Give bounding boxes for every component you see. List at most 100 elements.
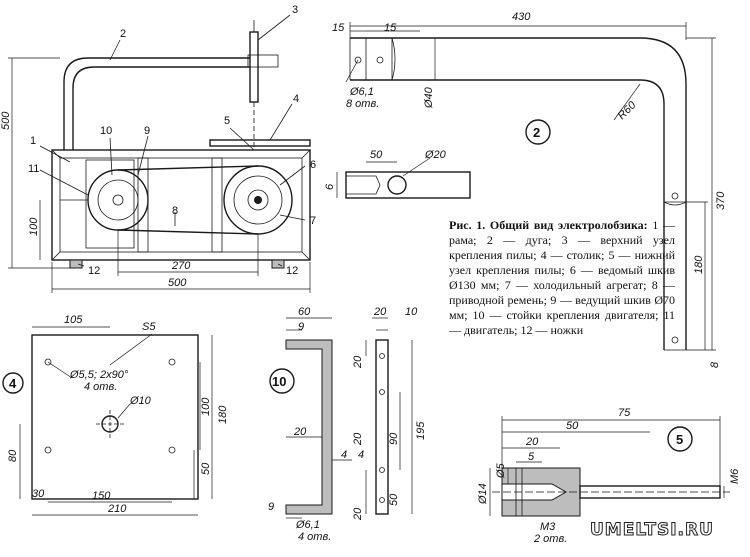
- dim-pin-5: 5: [528, 451, 535, 463]
- dim-stand-20c: 20: [373, 306, 387, 318]
- arc-inner: [72, 66, 250, 150]
- dim-plate-100: 100: [200, 397, 212, 416]
- callout-11: 11: [28, 163, 39, 175]
- dim-plate-d10: Ø10: [129, 395, 152, 407]
- motor-plate: [31, 334, 199, 500]
- dim-plate-holes: 4 отв.: [84, 381, 117, 393]
- dim-stand-195: 195: [415, 421, 427, 440]
- dim-arc-holes: 8 отв.: [346, 98, 379, 110]
- dim-pin-50: 50: [566, 420, 579, 432]
- upper-clamp: [247, 54, 279, 68]
- callout-3: 3: [292, 4, 298, 16]
- dim-plate-hole: Ø5,5; 2x90°: [69, 369, 129, 381]
- watermark: UMELTSI.RU: [590, 520, 714, 541]
- callout-10: 10: [100, 125, 112, 137]
- dim-pin-holes: 2 отв.: [533, 533, 567, 545]
- dim-arc-180: 180: [693, 255, 705, 274]
- dim-stand-20e: 20: [352, 507, 364, 521]
- dim-pin-d14: Ø14: [477, 483, 489, 505]
- arc-detail-view: [345, 22, 716, 351]
- dim-plate-210: 210: [107, 503, 127, 515]
- arc-tube-outer: [350, 37, 687, 350]
- stand-side: [375, 339, 389, 515]
- dim-stand-50: 50: [388, 493, 400, 506]
- dim-arc-15a: 15: [332, 22, 345, 34]
- dim-stand-20d: 20: [352, 432, 364, 446]
- callout-4: 4: [293, 93, 299, 105]
- view-4-badge: [2, 372, 24, 394]
- dim-arc-370: 370: [715, 191, 727, 210]
- main-assembly-view: [8, 14, 311, 293]
- belt-bottom: [117, 229, 259, 235]
- dim-plate-80: 80: [7, 449, 19, 462]
- dim-arc-430: 430: [512, 11, 531, 23]
- dim-pin-75: 75: [618, 407, 631, 419]
- view-10-badge: [269, 368, 295, 394]
- dim-arc-d40: Ø40: [423, 86, 435, 109]
- view-5-label: 5: [676, 432, 683, 447]
- dim-pin-20: 20: [525, 436, 539, 448]
- dim-stand-holes: 4 отв.: [298, 531, 331, 543]
- dim-stand-9b: 9: [268, 501, 274, 513]
- callout-6: 6: [310, 159, 316, 171]
- callout-12-right: 12: [286, 265, 298, 277]
- dim-arc-8: 8: [709, 361, 721, 368]
- stand-profile: [285, 339, 333, 515]
- dim-stand-90: 90: [388, 432, 400, 445]
- dim-main-270: 270: [171, 260, 191, 272]
- saw-table: [209, 139, 311, 147]
- dim-main-500: 500: [168, 277, 187, 289]
- dim-plate-180: 180: [217, 405, 229, 424]
- callout-5: 5: [224, 115, 230, 127]
- plate-view: [2, 326, 213, 516]
- tube-end: [345, 171, 471, 199]
- dim-stand-4b: 4: [358, 449, 364, 461]
- callout-8: 8: [172, 205, 178, 217]
- dim-stand-60: 60: [298, 306, 311, 318]
- dim-arc-15b: 15: [384, 22, 397, 34]
- callout-2: 2: [120, 28, 126, 40]
- dim-pin-m3: M3: [540, 521, 556, 533]
- stand-labels: 60 9 20 20 4 9 Ø6,1 4 отв. 20 10 20 90 1…: [268, 306, 427, 543]
- caption-body: 1 — рама; 2 — дуга; 3 — верхний узел кре…: [449, 218, 676, 337]
- dim-pin-d5: Ø5: [495, 462, 507, 479]
- arc-tube-inner: [350, 79, 665, 350]
- dim-arc-hole: Ø6,1: [349, 86, 374, 98]
- dim-arc-r60: R60: [616, 99, 639, 122]
- frame-inner: [59, 157, 303, 253]
- dim-plate-150: 150: [92, 490, 111, 502]
- dim-plate-s5: S5: [142, 321, 156, 333]
- dim-det-50: 50: [370, 149, 383, 161]
- callout-9: 9: [144, 125, 150, 137]
- stand-view: [269, 317, 413, 519]
- view-2-badge: [525, 119, 551, 145]
- dim-plate-30: 30: [32, 488, 45, 500]
- callout-7: 7: [310, 215, 316, 227]
- dim-stand-20b: 20: [293, 426, 307, 438]
- dim-pin-m6: M6: [729, 468, 741, 484]
- dim-det-6: 6: [324, 183, 336, 190]
- caption-title: Рис. 1. Общий вид электролобзика:: [449, 218, 648, 232]
- view-10-label: 10: [272, 374, 286, 389]
- dim-stand-10: 10: [405, 306, 418, 318]
- tube-end-detail: [336, 157, 471, 199]
- dim-stand-hole: Ø6,1: [295, 519, 320, 531]
- tube-end-labels: 50 Ø20 6: [324, 149, 447, 190]
- belt-top: [117, 165, 259, 171]
- main-callout-labels: 1 2 3 4 5 6 7 8 9 10 11 12 12 500 100 27…: [0, 4, 316, 289]
- dim-stand-4a: 4: [341, 449, 347, 461]
- dim-stand-9: 9: [298, 321, 304, 333]
- dim-stand-20a: 20: [352, 355, 364, 369]
- motor-stand: [85, 159, 135, 249]
- view-2-label: 2: [533, 125, 540, 140]
- view-4-label: 4: [9, 376, 17, 391]
- foot-left: [69, 259, 83, 269]
- dim-plate-50: 50: [200, 462, 212, 475]
- pin-view: [489, 416, 730, 517]
- dim-plate-105: 105: [64, 314, 83, 326]
- figure-caption: Рис. 1. Общий вид электролобзика: 1 — ра…: [449, 218, 675, 338]
- plate-labels: 105 S5 Ø5,5; 2x90° 4 отв. Ø10 100 180 80…: [7, 314, 229, 515]
- drive-pulley: [87, 169, 149, 231]
